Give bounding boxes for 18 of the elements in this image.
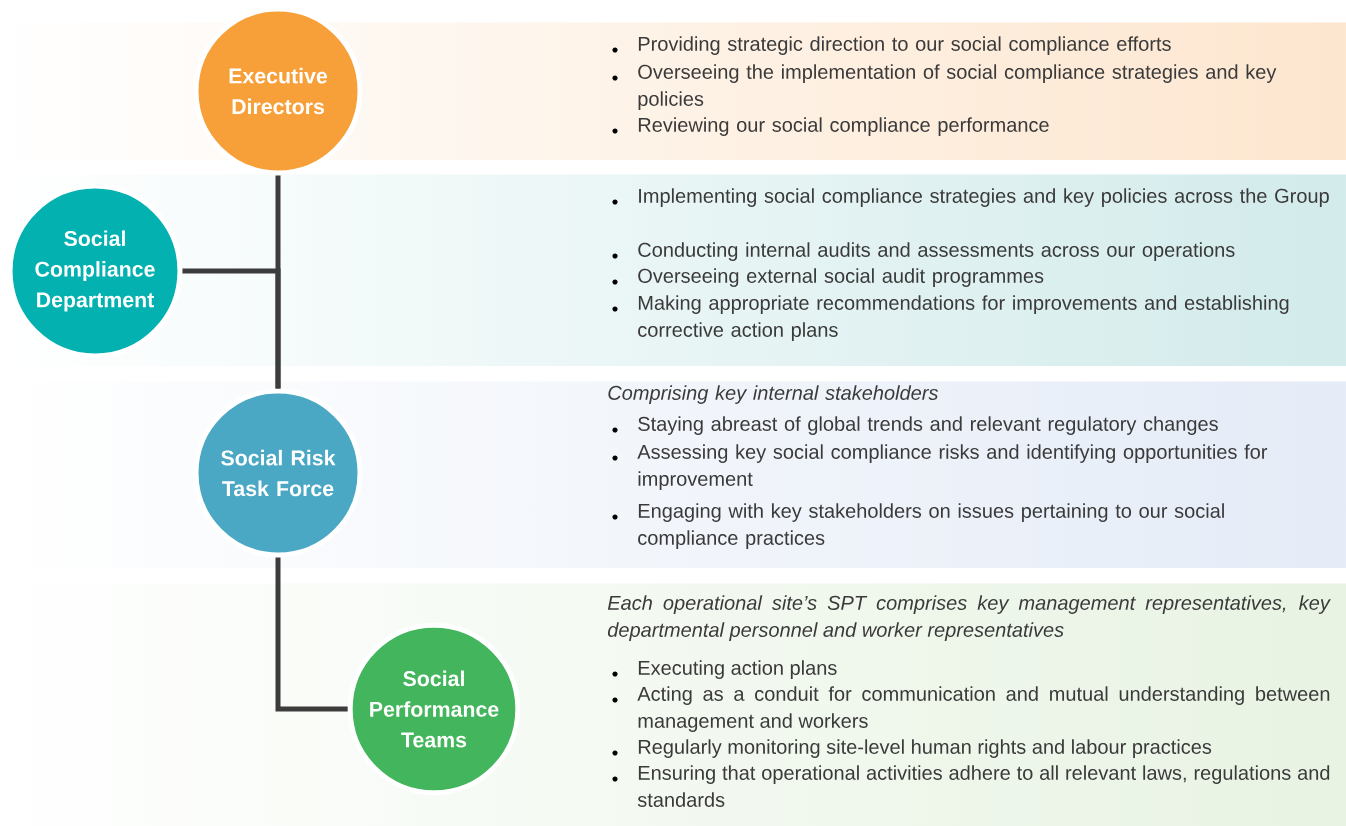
bullet-item: Overseeing the implementation of social compliance strategies and key policies (612, 64, 1277, 110)
bullet-item: Reviewing our social compliance performance (612, 117, 1049, 136)
connector-line (182, 268, 281, 389)
bullet-item: Overseeing external social audit programmes (612, 268, 1044, 287)
intro-text: Each operational site’s SPT comprises key management representatives, key departmental personnel and worker representatives (607, 595, 1331, 641)
bullet-item: Assessing key social compliance risks and identifying opportunities for improvement (612, 444, 1268, 490)
bullet-item: Conducting internal audits and assessments across our operations (612, 242, 1235, 261)
bullet-item: Acting as a conduit for communication and mutual understanding between management and workers (612, 686, 1330, 732)
bullet-item: Implementing social compliance strategies and key policies across the Group (612, 188, 1329, 207)
bullet-item: Regularly monitoring site-level human rights and labour practices (612, 739, 1212, 758)
intro-text: Comprising key internal stakeholders (608, 385, 939, 404)
bullet-item: Executing action plans (612, 660, 837, 679)
bullet-item: Engaging with key stakeholders on issues pertaining to our social compliance practices (612, 503, 1224, 549)
bullet-item: Making appropriate recommendations for improvements and establishing corrective action plans (612, 295, 1289, 341)
bullet-item: Staying abreast of global trends and relevant regulatory changes (612, 416, 1218, 435)
bullet-item: Providing strategic direction to our social compliance efforts (612, 36, 1171, 55)
bullet-item: Ensuring that operational activities adhere to all relevant laws, regulations and standards (612, 765, 1330, 807)
connector-line (275, 557, 348, 712)
